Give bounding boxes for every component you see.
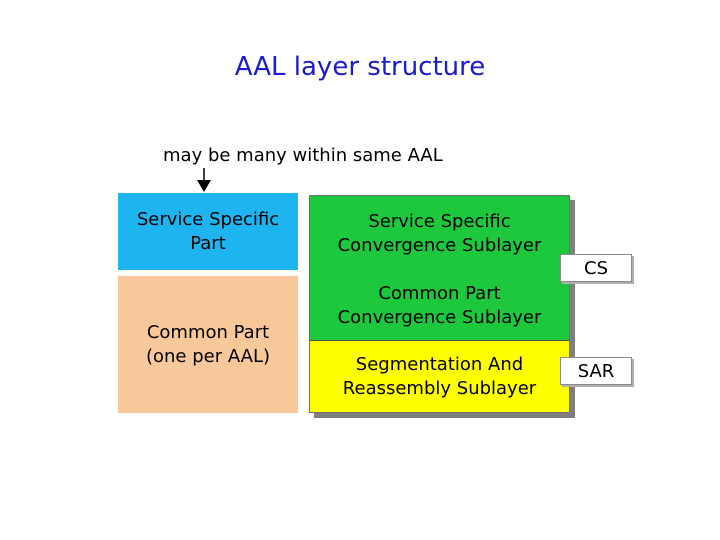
common-part-box: Common Part (one per AAL) xyxy=(118,276,298,413)
sscs-box: Service Specific Convergence Sublayer xyxy=(309,195,570,272)
service-specific-part-box: Service Specific Part xyxy=(118,193,298,270)
sar-line2: Reassembly Sublayer xyxy=(342,377,537,399)
down-arrow-icon xyxy=(197,168,211,192)
common-part-line1: Common Part xyxy=(146,321,270,343)
cpcs-line1: Common Part xyxy=(378,283,501,304)
cs-tag: CS xyxy=(560,254,632,282)
sar-line1: Segmentation And xyxy=(355,353,524,375)
sar-tag: SAR xyxy=(560,357,632,385)
diagram-title: AAL layer structure xyxy=(234,52,486,82)
cpcs-line2: Convergence Sublayer xyxy=(337,307,542,328)
sscs-line1: Service Specific xyxy=(368,211,511,232)
sar-box: Segmentation And Reassembly Sublayer xyxy=(309,340,570,413)
annotation-note: may be many within same AAL xyxy=(163,145,443,166)
sscs-line2: Convergence Sublayer xyxy=(337,235,542,256)
service-specific-part-line2: Part xyxy=(190,232,226,254)
service-specific-part-line1: Service Specific xyxy=(136,208,280,230)
common-part-line2: (one per AAL) xyxy=(145,345,271,367)
cpcs-box: Common Part Convergence Sublayer xyxy=(309,272,570,340)
